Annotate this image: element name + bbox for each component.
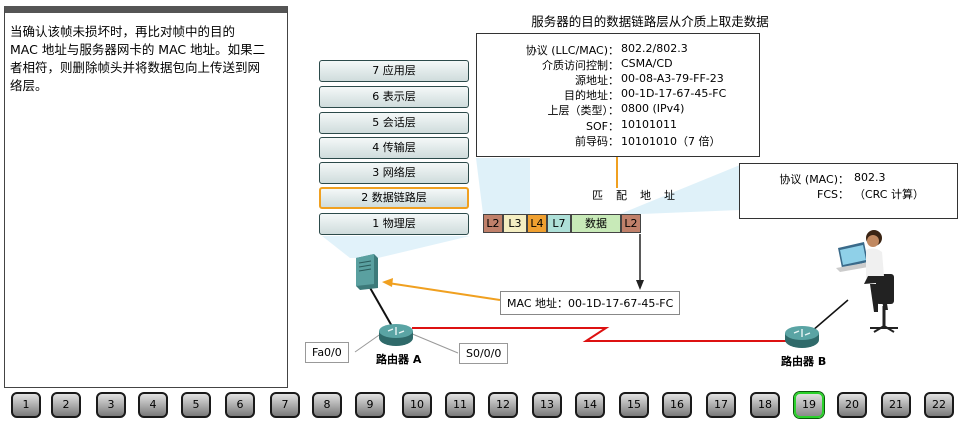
header-value: 802.2/802.3 [621, 42, 688, 55]
header-row-sof: SOF： 10101011 [477, 118, 761, 133]
router-a-icon [379, 324, 413, 346]
osi-layer-5: 5 会话层 [319, 112, 469, 134]
header-value: 0800 (IPv4) [621, 102, 685, 115]
narration-line: 络层。 [10, 78, 48, 93]
nav-page-button[interactable]: 11 [445, 392, 475, 418]
header-row-mac: 介质访问控制： CSMA/CD [477, 57, 761, 72]
narration-line: 当确认该帧未损坏时，再比对帧中的目的 [10, 24, 236, 39]
nav-page-button[interactable]: 21 [881, 392, 911, 418]
header-value: CSMA/CD [621, 57, 673, 70]
nav-page-button-current[interactable]: 19 [794, 392, 824, 418]
user-workstation-icon [836, 230, 898, 333]
nav-page-button[interactable]: 18 [750, 392, 780, 418]
header-value: 10101011 [621, 118, 677, 131]
frame-segment-l2-trailer: L2 [621, 214, 641, 233]
trailer-row-fcs: FCS： （CRC 计算） [740, 186, 959, 201]
nav-page-button[interactable]: 5 [181, 392, 211, 418]
router-b-icon [785, 326, 819, 348]
serial-label-connector [409, 332, 459, 354]
osi-layer-3: 3 网络层 [319, 162, 469, 184]
frame-segment-data: 数据 [571, 214, 621, 233]
nav-page-button[interactable]: 12 [488, 392, 518, 418]
frame-segment-l4: L4 [527, 214, 547, 233]
header-row-type: 上层（类型）： 0800 (IPv4) [477, 102, 761, 117]
header-row-destination: 目的地址： 00-1D-17-67-45-FC [477, 87, 761, 102]
server-osi-funnel [322, 236, 470, 258]
fa-interface-label: Fa0/0 [305, 342, 349, 363]
header-label: 上层（类型）： [547, 104, 620, 117]
match-address-label: 匹配地址 [592, 189, 688, 202]
osi-layer-7: 7 应用层 [319, 60, 469, 82]
nav-page-button[interactable]: 8 [312, 392, 342, 418]
nav-page-button[interactable]: 3 [96, 392, 126, 418]
osi-layer-1: 1 物理层 [319, 213, 469, 235]
nav-page-button[interactable]: 4 [138, 392, 168, 418]
server-icon [356, 254, 378, 290]
header-row-preamble: 前导码： 10101010（7 倍） [477, 133, 761, 148]
nav-page-button[interactable]: 1 [11, 392, 41, 418]
router-b-label: 路由器 B [781, 355, 827, 368]
header-label: 介质访问控制： [542, 59, 619, 72]
trailer-label: 协议 (MAC)： [779, 173, 849, 186]
nav-page-button[interactable]: 16 [662, 392, 692, 418]
serial-link [412, 327, 790, 342]
frame-expansion-funnel [476, 158, 530, 214]
nav-page-button[interactable]: 17 [706, 392, 736, 418]
nav-page-button[interactable]: 13 [532, 392, 562, 418]
nav-page-button[interactable]: 20 [837, 392, 867, 418]
slide-title: 服务器的目的数据链路层从介质上取走数据 [531, 14, 769, 29]
frame-segment-l7: L7 [547, 214, 571, 233]
narration-panel: 当确认该帧未损坏时，再比对帧中的目的 MAC 地址与服务器网卡的 MAC 地址。… [4, 6, 288, 388]
narration-line: 者相符，则删除帧头并将数据包向上传送到网 [10, 60, 261, 75]
trailer-value: （CRC 计算） [854, 188, 924, 201]
header-label: 前导码： [575, 135, 619, 148]
server-arrow [387, 282, 501, 301]
header-label: 目的地址： [564, 89, 619, 102]
nav-page-button[interactable]: 22 [924, 392, 954, 418]
narration-line: MAC 地址与服务器网卡的 MAC 地址。如果二 [10, 42, 266, 57]
nav-page-button[interactable]: 10 [402, 392, 432, 418]
trailer-value: 802.3 [854, 171, 886, 184]
header-label: SOF： [586, 120, 619, 133]
frame-header-info-box: 协议 (LLC/MAC)： 802.2/802.3 介质访问控制： CSMA/C… [476, 33, 760, 157]
nav-page-button[interactable]: 15 [619, 392, 649, 418]
header-value: 00-1D-17-67-45-FC [621, 87, 727, 100]
osi-layer-6: 6 表示层 [319, 86, 469, 108]
nav-page-button[interactable]: 6 [225, 392, 255, 418]
server-mac-callout: MAC 地址：00-1D-17-67-45-FC [500, 291, 681, 315]
router-a-label: 路由器 A [376, 353, 422, 366]
frame-trailer-info-box: 协议 (MAC)： 802.3 FCS： （CRC 计算） [739, 163, 958, 219]
header-label: 协议 (LLC/MAC)： [525, 44, 619, 57]
serial-interface-label: S0/0/0 [459, 343, 509, 364]
trailer-row-protocol: 协议 (MAC)： 802.3 [740, 171, 959, 186]
osi-layer-4: 4 传输层 [319, 137, 469, 159]
header-label: 源地址： [575, 74, 619, 87]
nav-page-button[interactable]: 7 [270, 392, 300, 418]
nav-page-button[interactable]: 2 [51, 392, 81, 418]
header-value: 10101010（7 倍） [621, 135, 721, 148]
osi-layer-2-active: 2 数据链路层 [319, 187, 469, 209]
frame-segment-l3: L3 [503, 214, 527, 233]
header-row-protocol: 协议 (LLC/MAC)： 802.2/802.3 [477, 42, 761, 57]
frame-segment-l2-header: L2 [483, 214, 503, 233]
match-arrow-down-head [636, 280, 644, 290]
server-arrow-head [382, 278, 393, 287]
nav-page-button[interactable]: 14 [575, 392, 605, 418]
header-value: 00-08-A3-79-FF-23 [621, 72, 724, 85]
trailer-label: FCS： [817, 188, 849, 201]
nav-page-button[interactable]: 9 [355, 392, 385, 418]
header-row-source: 源地址： 00-08-A3-79-FF-23 [477, 72, 761, 87]
